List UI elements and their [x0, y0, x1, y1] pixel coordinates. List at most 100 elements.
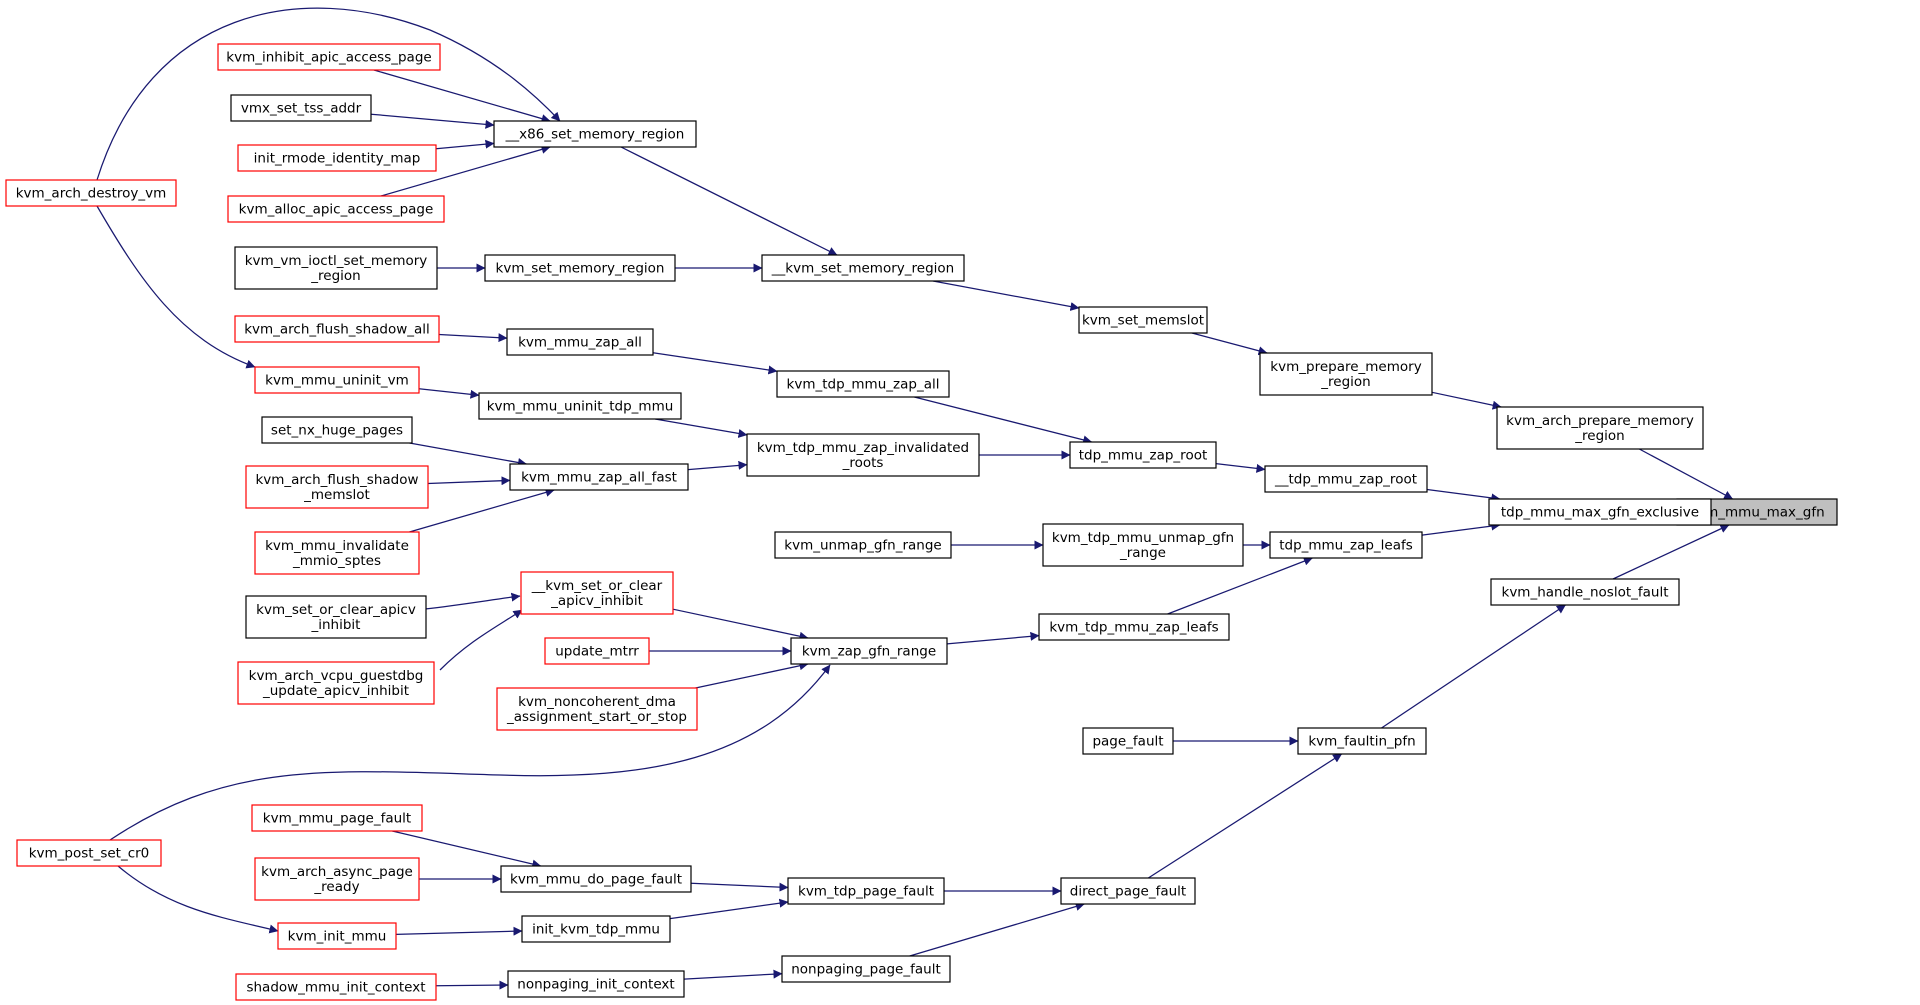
node-box[interactable]	[217, 43, 441, 71]
node-box[interactable]	[251, 804, 423, 832]
node-box[interactable]	[520, 571, 674, 615]
node-box[interactable]	[1496, 406, 1704, 450]
node-box[interactable]	[781, 955, 951, 983]
node-box[interactable]	[16, 839, 162, 867]
node-box[interactable]	[496, 687, 698, 731]
node-box[interactable]	[1264, 465, 1428, 493]
edge-kvm_mmu_zap_all_fast-to-kvm_tdp_mmu_zap_invalidated_roots	[687, 460, 748, 471]
node-kvm_inhibit_apic_access_page[interactable]: kvm_inhibit_apic_access_page	[217, 43, 441, 71]
node-box[interactable]	[507, 970, 685, 998]
node-kvm_arch_vcpu_guestdbg_update_apicv_inhibit[interactable]: kvm_arch_vcpu_guestdbg_update_apicv_inhi…	[237, 661, 435, 705]
node-box[interactable]	[230, 94, 372, 122]
node-box[interactable]	[1042, 523, 1244, 567]
node-kvm_vm_ioctl_set_memory_region[interactable]: kvm_vm_ioctl_set_memory_region	[234, 246, 438, 290]
node-kvm_alloc_apic_access_page[interactable]: kvm_alloc_apic_access_page	[227, 195, 445, 223]
node-box[interactable]	[776, 370, 950, 398]
node-kvm_tdp_page_fault[interactable]: kvm_tdp_page_fault	[787, 877, 945, 905]
node-box[interactable]	[478, 392, 682, 420]
node-kvm_tdp_mmu_unmap_gfn_range[interactable]: kvm_tdp_mmu_unmap_gfn_range	[1042, 523, 1244, 567]
node-vmx_set_tss_addr[interactable]: vmx_set_tss_addr	[230, 94, 372, 122]
node-kvm_arch_destroy_vm[interactable]: kvm_arch_destroy_vm	[5, 179, 177, 207]
node-kvm_unmap_gfn_range[interactable]: kvm_unmap_gfn_range	[774, 531, 952, 559]
node-kvm_mmu_zap_all[interactable]: kvm_mmu_zap_all	[506, 328, 654, 356]
node-kvm_set_or_clear_apicv_inhibit[interactable]: kvm_set_or_clear_apicv_inhibit	[245, 595, 427, 639]
node-box[interactable]	[761, 254, 965, 282]
node-box[interactable]	[790, 637, 948, 665]
node-kvm_post_set_cr0[interactable]: kvm_post_set_cr0	[16, 839, 162, 867]
node-tdp_mmu_zap_leafs[interactable]: tdp_mmu_zap_leafs	[1269, 531, 1423, 559]
node-box[interactable]	[261, 416, 413, 444]
node-box[interactable]	[237, 144, 437, 172]
node-box[interactable]	[245, 465, 429, 509]
node-__x86_set_memory_region[interactable]: __x86_set_memory_region	[493, 120, 697, 148]
node-box[interactable]	[484, 254, 676, 282]
node-box[interactable]	[1078, 306, 1208, 334]
node-box[interactable]	[493, 120, 697, 148]
node-box[interactable]	[234, 246, 438, 290]
node-kvm_tdp_mmu_zap_leafs[interactable]: kvm_tdp_mmu_zap_leafs	[1038, 613, 1230, 641]
node-kvm_set_memslot[interactable]: kvm_set_memslot	[1078, 306, 1208, 334]
node-box[interactable]	[254, 857, 420, 901]
node-direct_page_fault[interactable]: direct_page_fault	[1060, 877, 1196, 905]
node-kvm_arch_async_page_ready[interactable]: kvm_arch_async_page_ready	[254, 857, 420, 901]
node-set_nx_huge_pages[interactable]: set_nx_huge_pages	[261, 416, 413, 444]
node-box[interactable]	[500, 865, 692, 893]
node-box[interactable]	[1060, 877, 1196, 905]
node-tdp_mmu_zap_root[interactable]: tdp_mmu_zap_root	[1069, 441, 1217, 469]
node-kvm_set_memory_region[interactable]: kvm_set_memory_region	[484, 254, 676, 282]
node-shadow_mmu_init_context[interactable]: shadow_mmu_init_context	[235, 973, 437, 1001]
node-init_kvm_tdp_mmu[interactable]: init_kvm_tdp_mmu	[521, 915, 671, 943]
node-box[interactable]	[787, 877, 945, 905]
node-box[interactable]	[746, 433, 980, 477]
node-box[interactable]	[5, 179, 177, 207]
node-box[interactable]	[1038, 613, 1230, 641]
node-kvm_mmu_invalidate_mmio_sptes[interactable]: kvm_mmu_invalidate_mmio_sptes	[254, 531, 420, 575]
node-nonpaging_init_context[interactable]: nonpaging_init_context	[507, 970, 685, 998]
node-kvm_tdp_mmu_zap_invalidated_roots[interactable]: kvm_tdp_mmu_zap_invalidated_roots	[746, 433, 980, 477]
node-box[interactable]	[1069, 441, 1217, 469]
node-box[interactable]	[277, 922, 397, 950]
node-box[interactable]	[254, 366, 420, 394]
node-kvm_tdp_mmu_zap_all[interactable]: kvm_tdp_mmu_zap_all	[776, 370, 950, 398]
node-__kvm_set_or_clear_apicv_inhibit[interactable]: __kvm_set_or_clear_apicv_inhibit	[520, 571, 674, 615]
node-box[interactable]	[544, 637, 650, 665]
node-box[interactable]	[1490, 578, 1680, 606]
node-kvm_arch_prepare_memory_region[interactable]: kvm_arch_prepare_memory_region	[1496, 406, 1704, 450]
edge-kvm_tdp_mmu_zap_leafs-to-tdp_mmu_zap_leafs	[1167, 556, 1313, 615]
node-init_rmode_identity_map[interactable]: init_rmode_identity_map	[237, 144, 437, 172]
node-box[interactable]	[245, 595, 427, 639]
node-box[interactable]	[235, 973, 437, 1001]
node-update_mtrr[interactable]: update_mtrr	[544, 637, 650, 665]
node-box[interactable]	[506, 328, 654, 356]
node-kvm_mmu_uninit_tdp_mmu[interactable]: kvm_mmu_uninit_tdp_mmu	[478, 392, 682, 420]
node-kvm_prepare_memory_region[interactable]: kvm_prepare_memory_region	[1259, 352, 1433, 396]
node-kvm_mmu_do_page_fault[interactable]: kvm_mmu_do_page_fault	[500, 865, 692, 893]
node-page_fault[interactable]: page_fault	[1082, 727, 1174, 755]
node-kvm_mmu_uninit_vm[interactable]: kvm_mmu_uninit_vm	[254, 366, 420, 394]
node-__kvm_set_memory_region[interactable]: __kvm_set_memory_region	[761, 254, 965, 282]
node-kvm_init_mmu[interactable]: kvm_init_mmu	[277, 922, 397, 950]
node-__tdp_mmu_zap_root[interactable]: __tdp_mmu_zap_root	[1264, 465, 1428, 493]
node-box[interactable]	[509, 463, 689, 491]
node-box[interactable]	[1082, 727, 1174, 755]
node-box[interactable]	[227, 195, 445, 223]
node-box[interactable]	[237, 661, 435, 705]
node-nonpaging_page_fault[interactable]: nonpaging_page_fault	[781, 955, 951, 983]
node-box[interactable]	[254, 531, 420, 575]
node-box[interactable]	[774, 531, 952, 559]
node-box[interactable]	[1297, 727, 1427, 755]
node-tdp_mmu_max_gfn_exclusive[interactable]: tdp_mmu_max_gfn_exclusive	[1488, 498, 1712, 526]
node-box[interactable]	[1488, 498, 1712, 526]
node-kvm_noncoherent_dma_assignment_start_or_stop[interactable]: kvm_noncoherent_dma_assignment_start_or_…	[496, 687, 698, 731]
node-box[interactable]	[1259, 352, 1433, 396]
node-box[interactable]	[1269, 531, 1423, 559]
node-kvm_handle_noslot_fault[interactable]: kvm_handle_noslot_fault	[1490, 578, 1680, 606]
node-kvm_zap_gfn_range[interactable]: kvm_zap_gfn_range	[790, 637, 948, 665]
node-kvm_mmu_page_fault[interactable]: kvm_mmu_page_fault	[251, 804, 423, 832]
node-kvm_arch_flush_shadow_memslot[interactable]: kvm_arch_flush_shadow_memslot	[245, 465, 429, 509]
node-box[interactable]	[234, 315, 440, 343]
node-kvm_arch_flush_shadow_all[interactable]: kvm_arch_flush_shadow_all	[234, 315, 440, 343]
node-kvm_faultin_pfn[interactable]: kvm_faultin_pfn	[1297, 727, 1427, 755]
node-kvm_mmu_zap_all_fast[interactable]: kvm_mmu_zap_all_fast	[509, 463, 689, 491]
node-box[interactable]	[521, 915, 671, 943]
